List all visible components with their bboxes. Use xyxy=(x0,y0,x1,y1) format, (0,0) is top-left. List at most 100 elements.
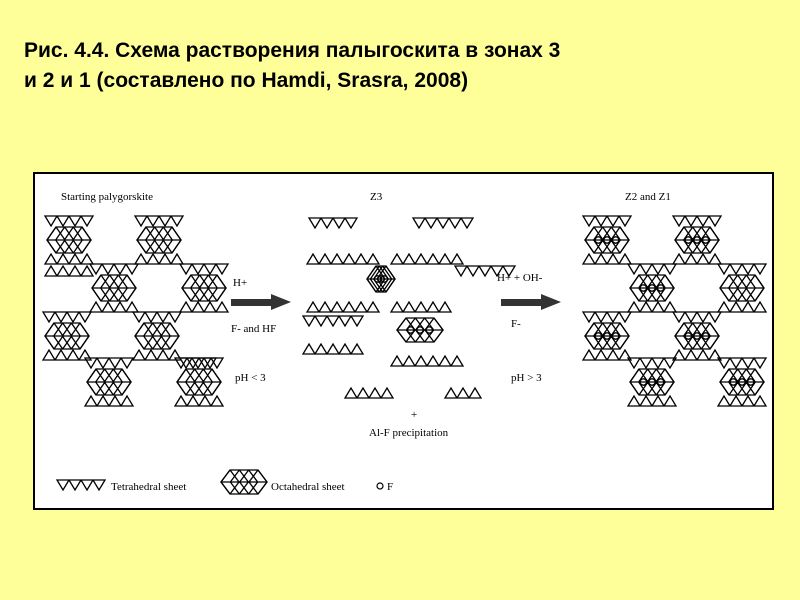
fluoride-ion-icon xyxy=(648,378,656,386)
fluoride-ion-icon xyxy=(738,378,746,386)
octahedral-sheet xyxy=(719,274,765,302)
fluoride-ion-icon xyxy=(603,332,611,340)
reaction-arrow-2 xyxy=(501,294,561,310)
tetrahedral-sheet xyxy=(131,311,183,324)
octahedral-sheet xyxy=(136,226,182,254)
tetrahedral-sheet xyxy=(626,394,678,407)
tetrahedral-sheet xyxy=(41,311,93,324)
octahedral-sheet xyxy=(134,322,180,350)
fluoride-ion-icon xyxy=(377,275,385,283)
tetrahedral-sheet xyxy=(83,357,135,370)
title-line-2: и 2 и 1 (составлено по Hamdi, Srasra, 20… xyxy=(24,69,469,92)
fluoride-ion-icon xyxy=(594,236,603,244)
tetrahedral-sheet xyxy=(411,217,475,230)
fluoride-ion-icon xyxy=(693,332,701,340)
tetrahedral-sheet xyxy=(343,386,395,399)
tetrahedral-legend-label: Tetrahedral sheet xyxy=(111,481,186,493)
tetrahedral-sheet xyxy=(88,263,140,276)
tetrahedral-sheet xyxy=(716,394,768,407)
fluoride-ion-icon xyxy=(656,378,665,386)
palygorskite-ribbon xyxy=(671,215,723,265)
palygorskite-ribbon xyxy=(626,263,678,313)
tetrahedral-sheet xyxy=(671,252,723,265)
octahedral-sheet xyxy=(176,368,222,396)
fluoride-ion-icon xyxy=(611,332,620,340)
tetrahedral-sheet xyxy=(389,300,453,313)
fluoride-ion-icon xyxy=(416,326,424,334)
octahedral-sheet xyxy=(629,368,675,396)
palygorskite-ribbon xyxy=(581,311,633,361)
tetrahedral-sheet xyxy=(716,357,768,370)
fluoride-ion-icon xyxy=(746,378,755,386)
tetrahedral-sheet xyxy=(671,311,723,324)
octahedral-sheet-legend-icon xyxy=(220,469,268,495)
tetrahedral-sheet xyxy=(581,215,633,228)
zone-z3-label: Z3 xyxy=(370,191,383,203)
tetrahedral-sheet xyxy=(443,386,483,399)
step2-agents: F- xyxy=(511,318,521,330)
palygorskite-ribbon xyxy=(133,215,185,265)
dissolution-diagram: Starting palygorskite Z3 Z2 and Z1 H+ F-… xyxy=(33,172,774,510)
tetrahedral-sheet xyxy=(716,263,768,276)
tetrahedral-sheet xyxy=(716,300,768,313)
tetrahedral-sheet xyxy=(626,357,678,370)
tetrahedral-sheet xyxy=(41,348,93,361)
tetrahedral-sheet xyxy=(43,264,95,277)
fluoride-ion-icon xyxy=(376,482,384,490)
palygorskite-ribbon xyxy=(41,311,93,361)
tetrahedral-sheet xyxy=(83,394,135,407)
palygorskite-ribbon xyxy=(716,357,768,407)
tetrahedral-sheet xyxy=(389,252,465,265)
palygorskite-ribbon xyxy=(173,357,225,407)
fluoride-ion-icon xyxy=(701,236,710,244)
tetrahedral-sheet xyxy=(43,215,95,228)
palygorskite-ribbon xyxy=(178,263,230,313)
al-f-precipitation-label: Al-F precipitation xyxy=(369,427,449,439)
step1-ph: pH < 3 xyxy=(235,372,266,384)
fluoride-ion-icon xyxy=(684,332,693,340)
step2-reagent: H+ + OH- xyxy=(497,272,543,284)
title-line-1: Рис. 4.4. Схема растворения палыгоскита … xyxy=(24,39,561,62)
octahedral-sheet xyxy=(44,322,90,350)
tetrahedral-sheet xyxy=(307,217,359,230)
tetrahedral-sheet xyxy=(43,252,95,265)
octahedral-sheet xyxy=(220,469,268,495)
octahedral-sheet xyxy=(366,265,396,293)
fluoride-ion-icon xyxy=(611,236,620,244)
palygorskite-ribbon xyxy=(716,263,768,313)
tetrahedral-sheet xyxy=(131,348,183,361)
palygorskite-ribbon xyxy=(581,215,633,265)
tetrahedral-sheet xyxy=(178,357,218,370)
tetrahedral-sheet-legend-icon xyxy=(55,479,107,492)
octahedral-sheet xyxy=(719,368,765,396)
palygorskite-ribbon xyxy=(131,311,183,361)
starting-palygorskite-structure xyxy=(41,215,230,407)
tetrahedral-sheet xyxy=(671,215,723,228)
tetrahedral-sheet xyxy=(178,300,230,313)
tetrahedral-sheet xyxy=(133,252,185,265)
zone-z2-z1-structure xyxy=(581,215,768,407)
starting-palygorskite-label: Starting palygorskite xyxy=(61,191,153,203)
octahedral-sheet xyxy=(46,226,92,254)
step1-reagent: H+ xyxy=(233,277,247,289)
octahedral-sheet xyxy=(674,226,720,254)
octahedral-sheet xyxy=(396,317,444,343)
fluoride-ion-icon xyxy=(380,275,389,283)
octahedral-sheet xyxy=(584,226,630,254)
palygorskite-ribbon xyxy=(43,215,95,265)
tetrahedral-sheet xyxy=(453,265,517,278)
tetrahedral-sheet xyxy=(581,252,633,265)
precipitation-plus: + xyxy=(411,409,417,421)
palygorskite-ribbon xyxy=(626,357,678,407)
octahedral-sheet xyxy=(584,322,630,350)
fluoride-ion-icon xyxy=(639,378,648,386)
tetrahedral-sheet xyxy=(178,263,230,276)
tetrahedral-sheet xyxy=(305,252,381,265)
palygorskite-ribbon xyxy=(88,263,140,313)
fluoride-ion-icon xyxy=(603,236,611,244)
legend: Tetrahedral sheet Octahedral sheet F xyxy=(55,469,393,495)
octahedral-sheet xyxy=(86,368,132,396)
fluoride-ion-icon xyxy=(684,236,693,244)
tetrahedral-sheet xyxy=(581,348,633,361)
tetrahedral-sheet xyxy=(671,348,723,361)
